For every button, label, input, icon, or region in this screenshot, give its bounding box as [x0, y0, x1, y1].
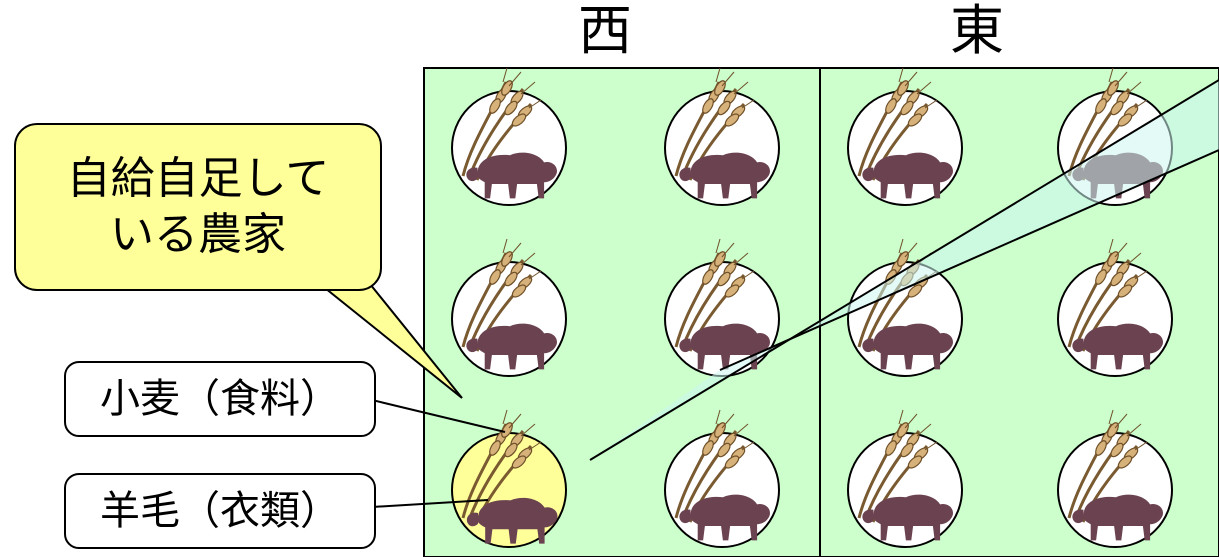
farmer-callout: 自給自足して いる農家: [15, 124, 381, 290]
farm-west-r3c1-highlighted: [451, 408, 567, 548]
farmer-callout-box: [14, 123, 382, 291]
farmer-callout-line1: 自給自足して: [66, 153, 330, 204]
east-label: 東: [950, 0, 1004, 62]
wheat-callout: 小麦（食料）: [100, 376, 340, 422]
wool-callout: 羊毛（衣類）: [100, 488, 340, 534]
wool-callout-box: [64, 473, 376, 549]
wheat-callout-pointer: [371, 399, 506, 433]
wheat-callout-box: [64, 361, 376, 437]
west-label: 西: [578, 0, 632, 62]
wool-callout-pointer: [371, 499, 489, 508]
farmer-callout-line2: いる農家: [110, 209, 286, 260]
zoom-beam: [589, 79, 1219, 461]
